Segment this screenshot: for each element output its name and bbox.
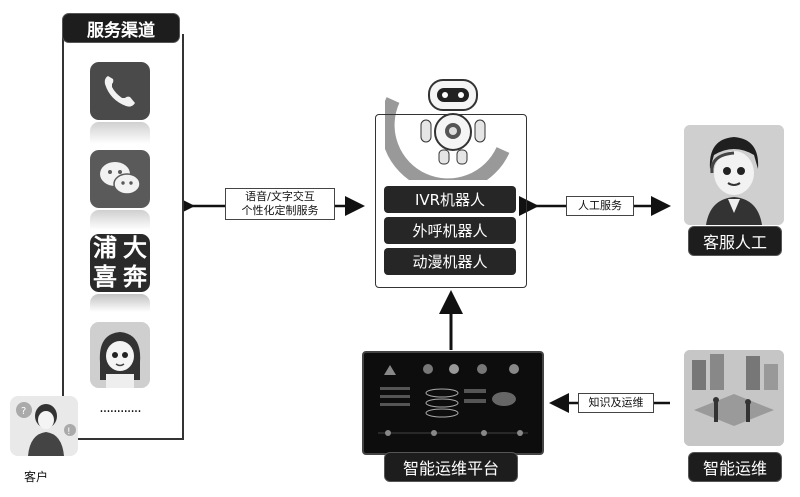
link-knowledge-ops: 知识及运维 (578, 393, 654, 413)
app-glyph: 大 (123, 234, 147, 262)
wechat-reflection (90, 210, 150, 230)
customer-image: ? ! (10, 396, 78, 456)
customer-label: 客户 (24, 470, 49, 484)
agent-label: 客服人工 (688, 226, 782, 256)
ivr-robot-button[interactable]: IVR机器人 (384, 186, 516, 213)
app-glyph: 浦 (93, 234, 117, 262)
app-glyph: 奔 (123, 263, 147, 291)
platform-label: 智能运维平台 (384, 452, 518, 482)
phone-icon (90, 62, 150, 120)
wechat-icon (90, 150, 150, 208)
intelligent-ops-label: 智能运维 (688, 452, 782, 482)
link-human-service: 人工服务 (566, 196, 634, 216)
channels-title: 服务渠道 (62, 13, 180, 43)
link-voice-text-line2: 个性化定制服务 (241, 204, 319, 217)
intelligent-ops-image (684, 350, 784, 446)
robot-mascot-icon (420, 79, 486, 165)
robot-ring (385, 97, 510, 180)
platform-image (362, 351, 544, 455)
app-reflection (90, 294, 150, 312)
link-voice-text: 语音/文字交互 个性化定制服务 (225, 188, 335, 220)
svg-text:?: ? (21, 406, 26, 417)
animation-robot-button[interactable]: 动漫机器人 (384, 248, 516, 275)
outbound-robot-button[interactable]: 外呼机器人 (384, 217, 516, 244)
app-icon: 浦 大 喜 奔 (90, 234, 150, 292)
link-voice-text-line1: 语音/文字交互 (245, 190, 315, 203)
app-glyph: 喜 (93, 263, 117, 291)
channels-more-dots: ............ (99, 400, 141, 416)
avatar-icon (90, 322, 150, 388)
svg-text:!: ! (67, 427, 71, 437)
phone-reflection (90, 122, 150, 144)
agent-image (684, 125, 784, 225)
